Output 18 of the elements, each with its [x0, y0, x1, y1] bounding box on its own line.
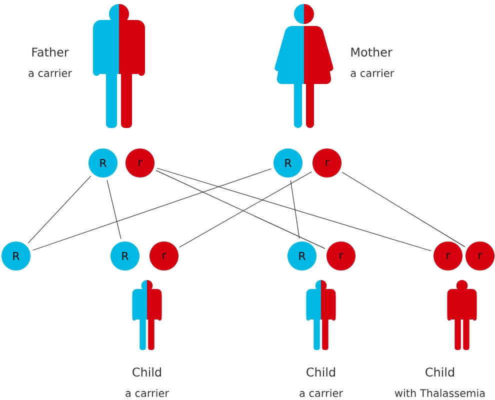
connector-line	[156, 168, 432, 252]
connector-line	[342, 172, 466, 248]
caption-text: a carrier	[28, 68, 72, 78]
connector-line	[106, 180, 122, 240]
caption-text: a carrier	[300, 388, 343, 398]
caption-text: Child	[426, 367, 454, 377]
caption-text: a carrier	[126, 388, 169, 398]
connector-line	[156, 170, 326, 249]
connector-line	[290, 180, 300, 239]
caption-text: Child	[306, 367, 335, 377]
connector-line	[28, 176, 92, 244]
caption-text: with Thalassemia	[394, 388, 485, 398]
connector-line	[32, 168, 272, 251]
caption-text: Mother	[351, 47, 392, 57]
connector-line	[179, 171, 312, 248]
caption-text: Father	[32, 47, 69, 57]
caption-text: Child	[132, 367, 161, 377]
caption-text: a carrier	[350, 68, 394, 78]
